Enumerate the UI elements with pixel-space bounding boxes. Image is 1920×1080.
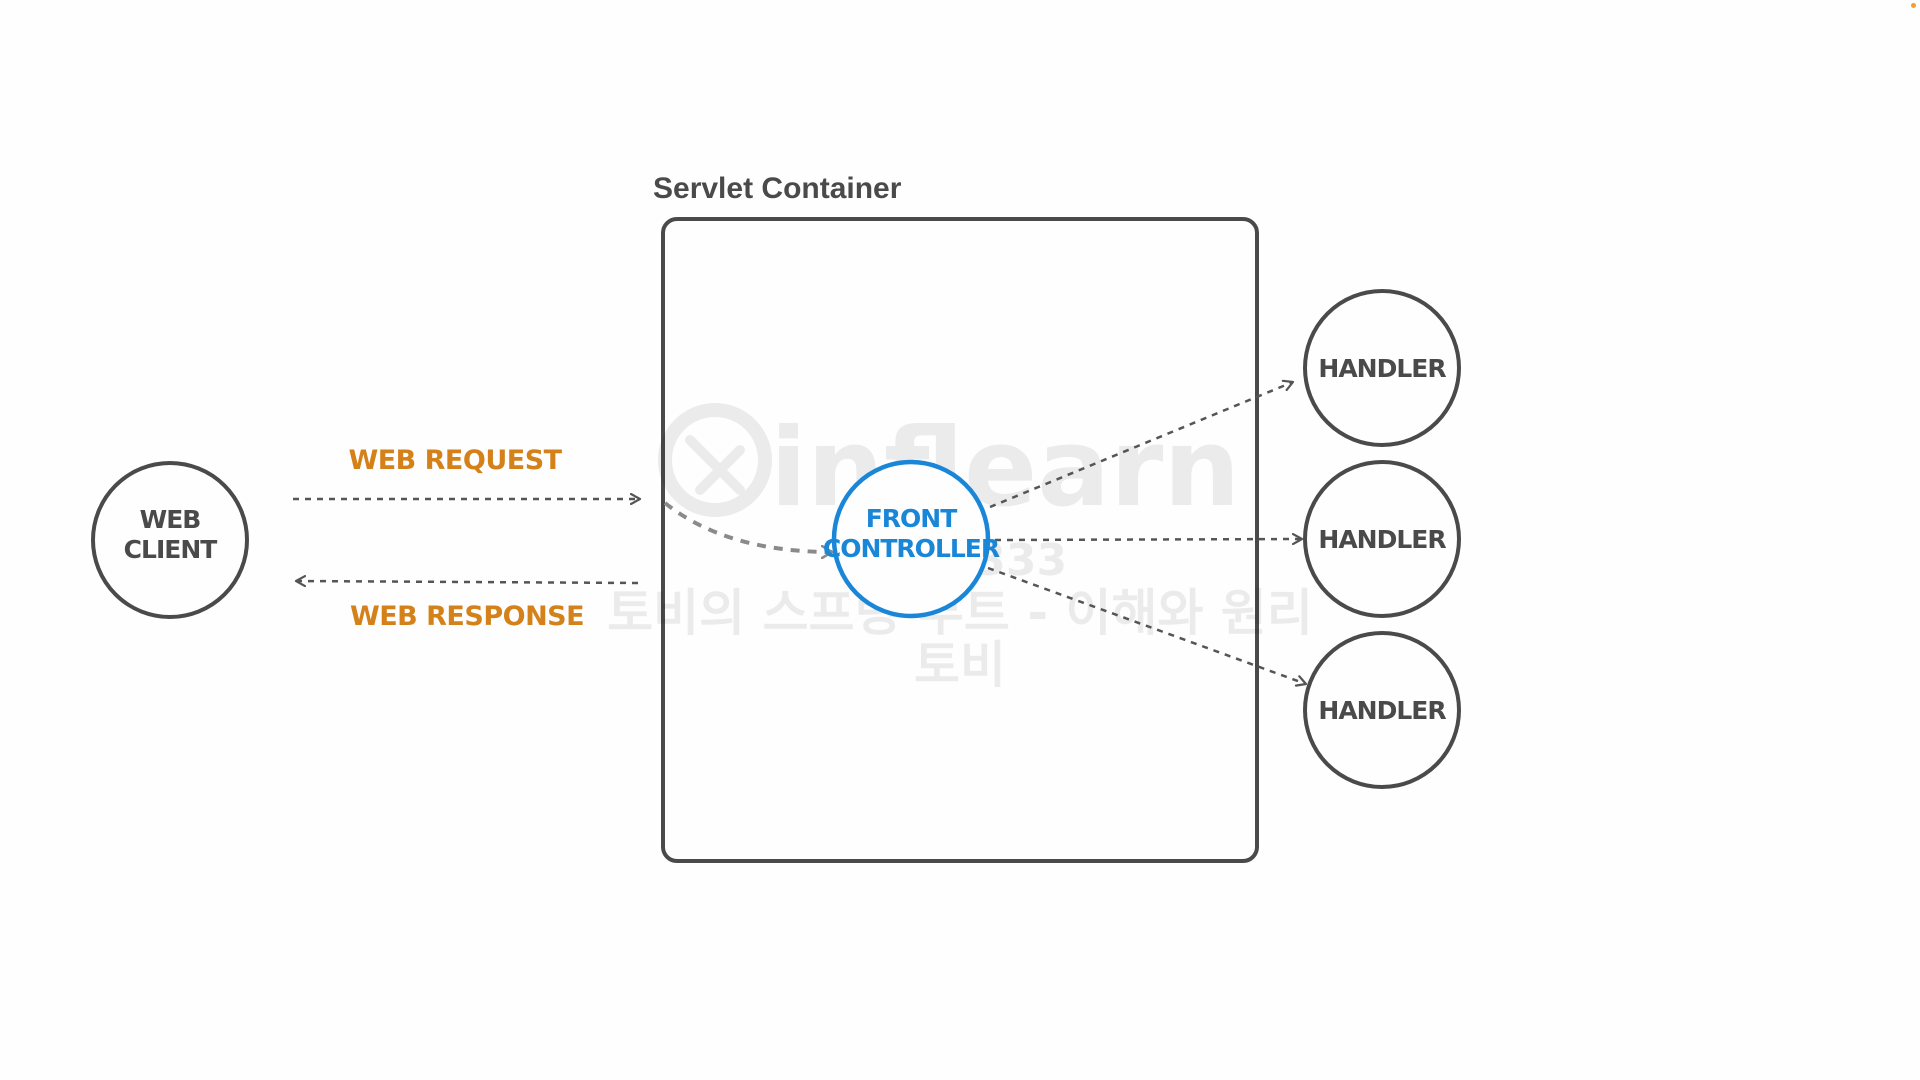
servlet-container-box xyxy=(661,217,1259,863)
handler-node-2 xyxy=(1303,460,1461,618)
front-to-handler2-arrow xyxy=(994,539,1302,540)
handler-label-3: HANDLER xyxy=(1318,696,1446,725)
front-to-handler3-arrow xyxy=(987,566,1306,684)
web-client-label-line1: WEB xyxy=(140,505,201,534)
web-client-node xyxy=(91,461,249,619)
web-client-label-line2: CLIENT xyxy=(124,535,218,564)
handler-label-2: HANDLER xyxy=(1318,525,1446,554)
servlet-container-title: Servlet Container xyxy=(653,172,902,205)
handler-node-3 xyxy=(1303,631,1461,789)
watermark-author: 토비 xyxy=(914,636,1006,694)
inflearn-logo-icon xyxy=(658,403,772,517)
handler-node-1 xyxy=(1303,289,1461,447)
web-response-label: WEB RESPONSE xyxy=(350,601,584,632)
handler-label-1: HANDLER xyxy=(1318,354,1446,383)
corner-indicator-dot xyxy=(1911,3,1916,8)
front-controller-node xyxy=(831,459,991,619)
front-controller-label-line2: CONTROLLER xyxy=(823,534,1000,563)
request-to-front-controller-arrow xyxy=(663,501,832,552)
front-controller-label-line1: FRONT xyxy=(866,504,958,533)
web-request-label: WEB REQUEST xyxy=(348,445,562,476)
web-response-arrow xyxy=(296,581,639,583)
